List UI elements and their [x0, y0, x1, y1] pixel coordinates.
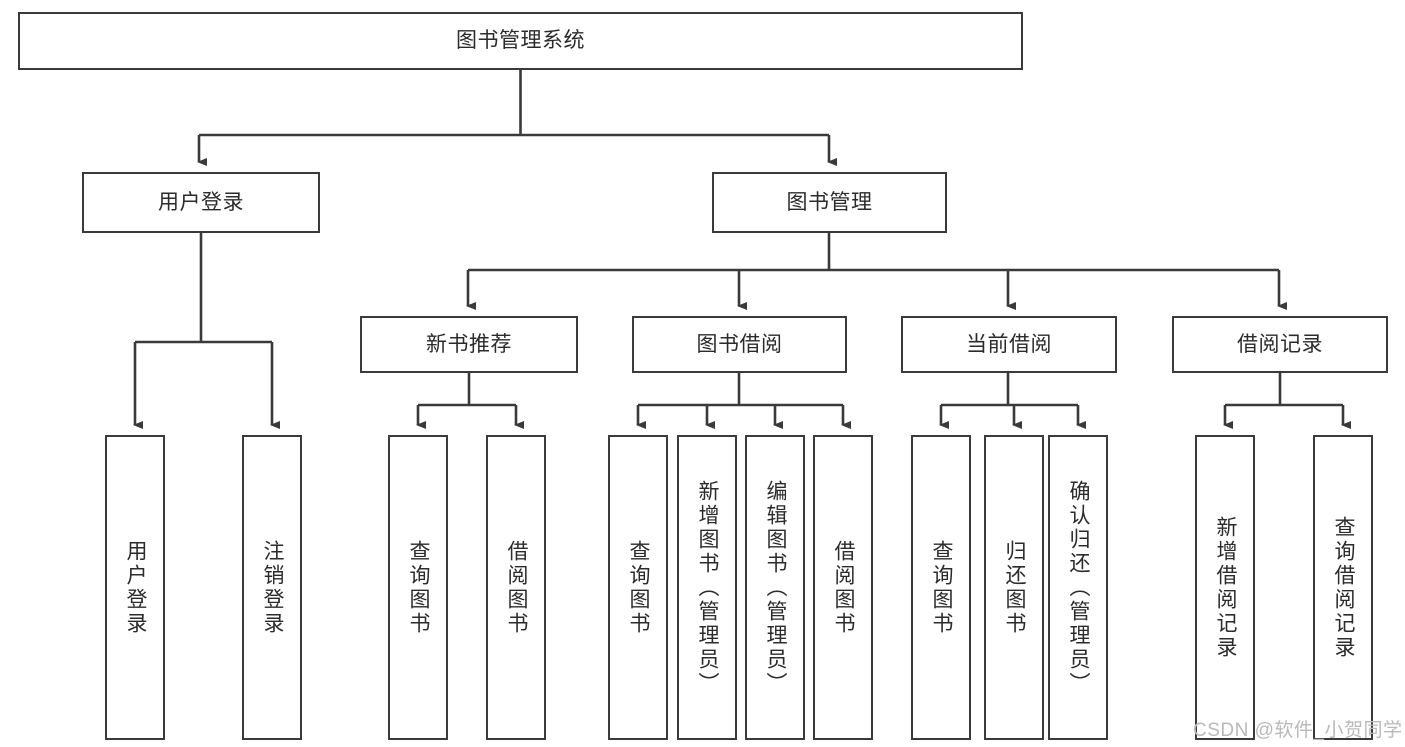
node-book-manage[interactable]: 图书管理: [712, 172, 947, 233]
node-root[interactable]: 图书管理系统: [18, 12, 1023, 70]
connector-borrowrecord-to-leaves: [1223, 373, 1351, 429]
node-leaf-edit-book-label: 编辑图书（管理员）: [764, 479, 788, 696]
node-leaf-query-record-label: 查询借阅记录: [1332, 515, 1356, 660]
node-leaf-add-book-label: 新增图书（管理员）: [696, 479, 720, 696]
node-user-login[interactable]: 用户登录: [82, 172, 320, 233]
node-root-label: 图书管理系统: [456, 29, 585, 53]
node-leaf-user-logout[interactable]: 注销登录: [242, 435, 302, 740]
connector-userlogin-to-leaves: [133, 233, 280, 429]
node-leaf-return-book[interactable]: 归还图书: [984, 435, 1044, 740]
node-borrow-record[interactable]: 借阅记录: [1172, 316, 1388, 373]
node-leaf-add-book[interactable]: 新增图书（管理员）: [677, 435, 737, 740]
node-new-book-recommend[interactable]: 新书推荐: [360, 316, 578, 373]
node-leaf-borrow-book-1-label: 借阅图书: [505, 539, 529, 636]
connector-bookborrow-to-leaves: [636, 373, 851, 429]
node-leaf-confirm-return-label: 确认归还（管理员）: [1067, 479, 1091, 696]
node-leaf-confirm-return[interactable]: 确认归还（管理员）: [1048, 435, 1108, 740]
node-book-borrow[interactable]: 图书借阅: [632, 316, 847, 373]
node-user-login-label: 用户登录: [158, 190, 244, 214]
connector-newbook-to-leaves: [416, 373, 524, 429]
node-leaf-add-record-label: 新增借阅记录: [1214, 515, 1238, 660]
node-leaf-borrow-book-1[interactable]: 借阅图书: [486, 435, 546, 740]
node-new-book-recommend-label: 新书推荐: [426, 332, 512, 356]
connector-bookmanage-to-level2: [466, 233, 1287, 310]
node-leaf-query-book-3[interactable]: 查询图书: [911, 435, 971, 740]
node-leaf-edit-book[interactable]: 编辑图书（管理员）: [745, 435, 805, 740]
connector-root-to-level1: [197, 70, 837, 166]
node-leaf-query-record[interactable]: 查询借阅记录: [1313, 435, 1373, 740]
node-leaf-user-login[interactable]: 用户登录: [105, 435, 165, 740]
node-current-borrow-label: 当前借阅: [966, 332, 1052, 356]
node-leaf-borrow-book-2[interactable]: 借阅图书: [813, 435, 873, 740]
node-book-borrow-label: 图书借阅: [696, 332, 783, 356]
node-leaf-query-book-2-label: 查询图书: [627, 539, 651, 636]
node-current-borrow[interactable]: 当前借阅: [901, 316, 1117, 373]
node-leaf-query-book-1[interactable]: 查询图书: [388, 435, 448, 740]
node-leaf-user-login-label: 用户登录: [124, 539, 148, 636]
connector-currentborrow-to-leaves: [939, 373, 1086, 429]
node-leaf-query-book-1-label: 查询图书: [407, 539, 431, 636]
node-leaf-borrow-book-2-label: 借阅图书: [832, 539, 856, 636]
node-leaf-user-logout-label: 注销登录: [261, 539, 285, 636]
node-leaf-query-book-2[interactable]: 查询图书: [608, 435, 668, 740]
node-book-manage-label: 图书管理: [786, 190, 873, 214]
node-leaf-add-record[interactable]: 新增借阅记录: [1195, 435, 1255, 740]
node-leaf-query-book-3-label: 查询图书: [930, 539, 954, 636]
node-borrow-record-label: 借阅记录: [1237, 332, 1323, 356]
node-leaf-return-book-label: 归还图书: [1003, 539, 1027, 636]
